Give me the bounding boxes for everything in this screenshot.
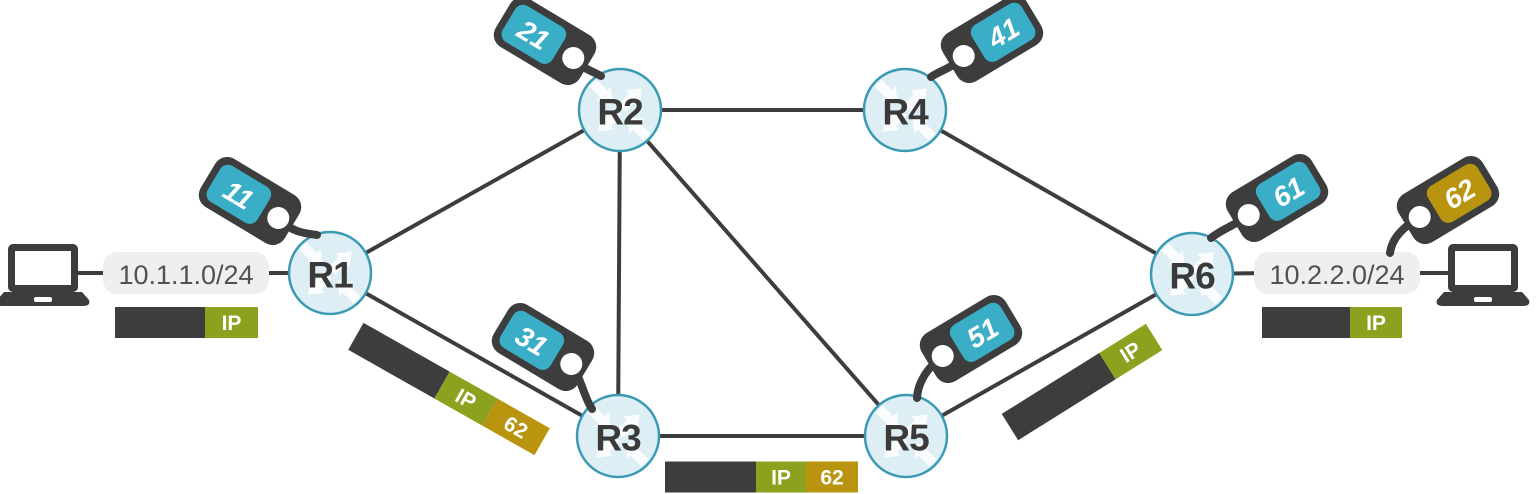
tag-hole [560,352,583,375]
tag-face [1255,161,1321,221]
link-r1-r3 [329,271,619,438]
tag-hole [1237,203,1260,226]
tag-face [949,302,1015,362]
packet-ip-segment [205,307,258,338]
subnet-pill-right: 10.2.2.0/24 [1254,252,1420,294]
mpls-tag-51: 51 [913,294,1023,402]
tag-face [1426,163,1492,223]
subnet-pill-bg [1254,252,1420,294]
link-r2-r3 [616,109,622,437]
link-r2-r5 [618,108,908,438]
packet-r1-r3: IP 62 [348,322,550,456]
router-r6: R6 [1149,231,1235,317]
packet-ip-segment [1099,323,1163,380]
laptop-base-notch [34,297,52,302]
mpls-tag-31: 31 [491,302,596,413]
router-r2: R2 [577,67,663,153]
tag-face [499,310,565,370]
router-r3: R3 [575,393,661,479]
laptop-icon-right [1436,244,1530,306]
packet-r5-r6: IP [1001,323,1163,441]
tag-hole [1408,205,1431,228]
mpls-tag-11: 11 [198,156,321,246]
packet-ip-text: IP [771,467,791,490]
tag-face [206,164,272,224]
router-label: R6 [1169,256,1215,297]
tag-hole [267,206,290,229]
router-label: R1 [307,255,353,296]
router-label: R5 [883,418,929,459]
mpls-tag-62: 62 [1386,155,1500,257]
mpls-tag-61: 61 [1207,153,1329,243]
packet-mpls-label-segment [482,398,550,456]
laptop-screen-inner [15,251,71,285]
link-r4-r6 [904,108,1193,276]
tag-face [501,4,567,64]
mpls-tag-41: 41 [927,0,1044,84]
router-label: R2 [597,92,643,133]
packet-lan-right: IP [1262,307,1402,338]
packet-ip-segment [1350,307,1402,338]
tag-face [970,2,1036,62]
mpls-tag-21: 21 [493,0,605,86]
link-r5-r6 [905,272,1193,438]
packet-header-segment [665,461,756,493]
router-r5: R5 [863,393,949,479]
router-r1: R1 [287,230,373,316]
packet-ip-segment [756,461,806,493]
laptop-screen-inner [1455,251,1511,285]
packet-lan-left: IP [115,307,258,338]
packet-ip-text: IP [1366,312,1386,335]
packet-header-segment [115,307,205,338]
router-label: R3 [595,418,641,459]
packet-mpls-label-segment [806,461,858,493]
tag-hole [931,344,954,367]
packet-mpls-label-text: 62 [820,467,843,490]
packet-r3-r5: IP 62 [665,461,858,493]
router-r4: R4 [862,67,948,153]
link-r1-r2 [329,108,621,275]
laptop-base-notch [1474,297,1492,302]
tag-hole [952,44,975,67]
subnet-label-right: 10.2.2.0/24 [1269,260,1404,290]
subnet-pill-bg [103,252,269,294]
tag-hole [562,46,585,69]
packet-header-segment [1001,352,1116,441]
packet-ip-segment [434,371,498,426]
laptop-icon-left [0,244,90,306]
subnet-label-left: 10.1.1.0/24 [118,260,253,290]
packet-header-segment [348,322,450,399]
router-label: R4 [882,92,929,133]
packet-ip-text: IP [222,312,242,335]
packet-header-segment [1262,307,1350,338]
subnet-pill-left: 10.1.1.0/24 [103,252,269,294]
